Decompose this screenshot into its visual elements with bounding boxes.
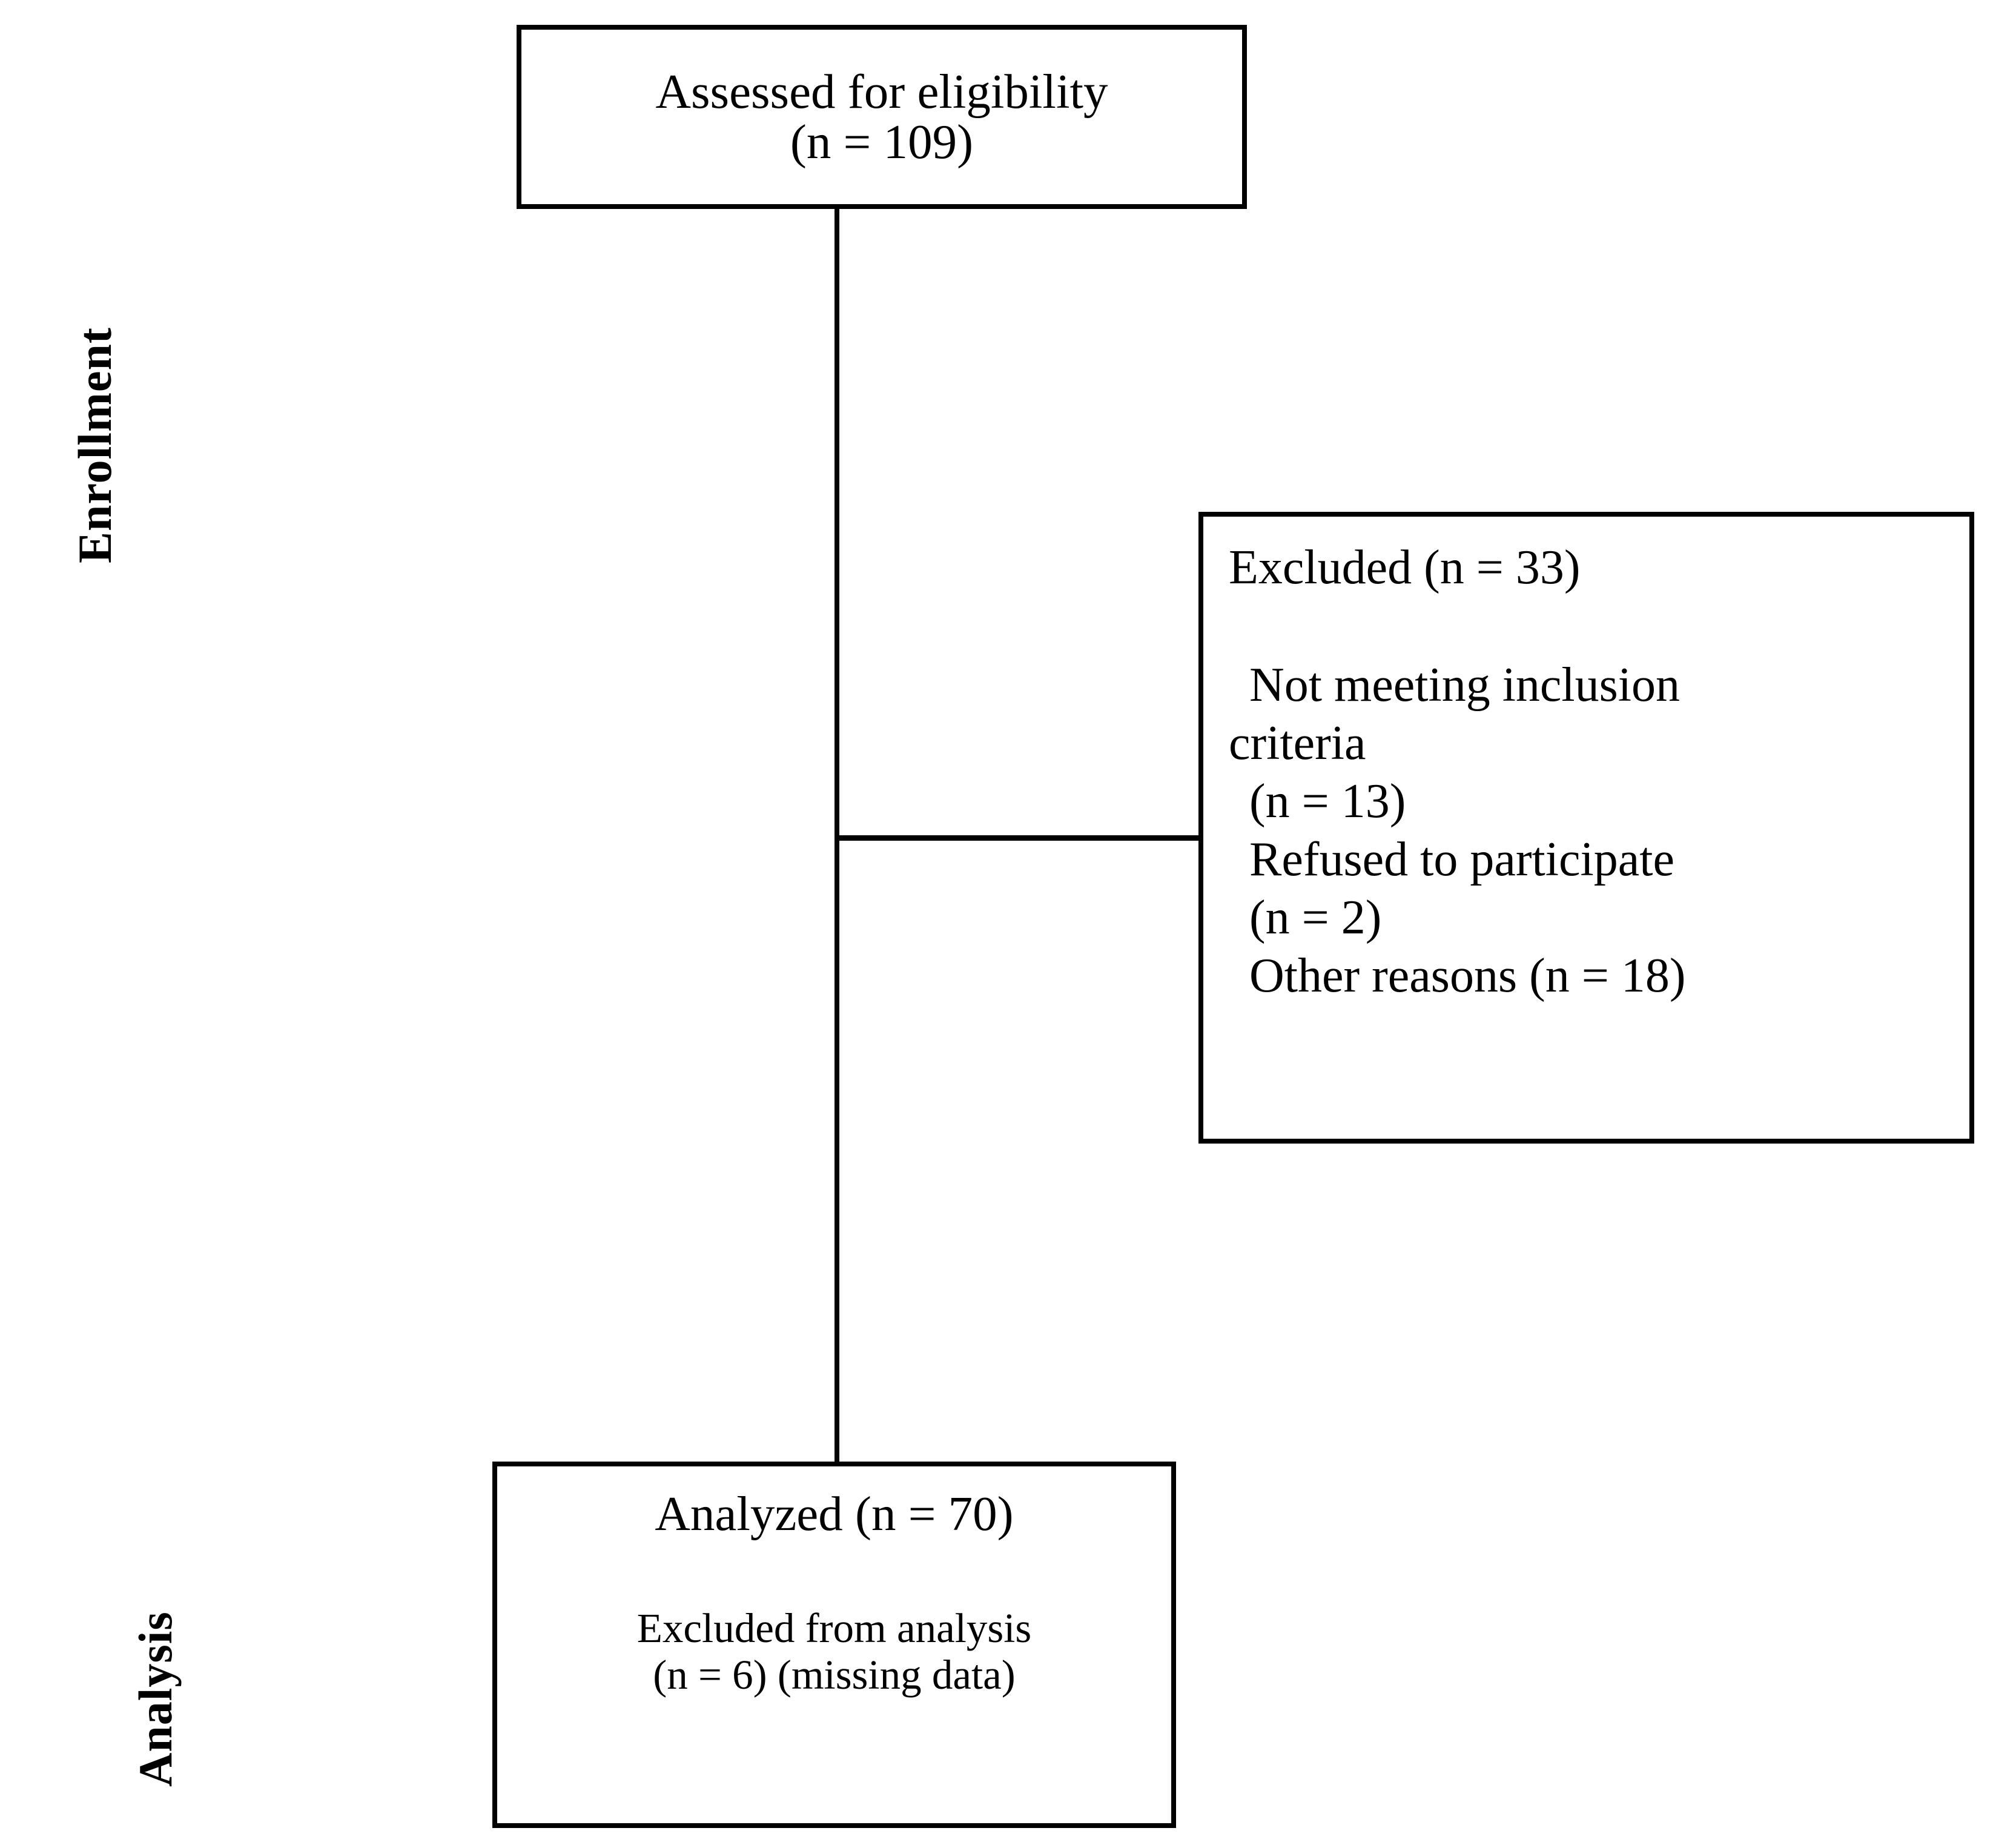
excluded-reason-2-label: Refused to participate <box>1249 833 1674 886</box>
assessed-title: Assessed for eligibility <box>655 64 1108 119</box>
excluded-heading: Excluded (n = 33) <box>1229 541 1581 594</box>
analyzed-excluded-count: (n = 6) (missing data) <box>653 1652 1016 1698</box>
excluded-reason-1-label-continued: criteria <box>1229 717 1366 770</box>
analyzed-heading: Analyzed (n = 70) <box>655 1486 1014 1541</box>
excluded-reason-3-label: Other reasons (n = 18) <box>1249 949 1686 1002</box>
analyzed-excluded-label: Excluded from analysis <box>636 1605 1032 1652</box>
box-analyzed: Analyzed (n = 70) Excluded from analysis… <box>492 1462 1176 1828</box>
excluded-reason-1-label: Not meeting inclusion <box>1249 658 1681 712</box>
excluded-reason-2-count: (n = 2) <box>1249 891 1382 944</box>
stage-label-analysis: Analysis <box>129 1611 182 1787</box>
excluded-spacer <box>1229 601 1969 661</box>
stage-label-enrollment: Enrollment <box>68 327 121 563</box>
connector-horizontal-to-excluded <box>835 835 1200 841</box>
box-excluded: Excluded (n = 33) Not meeting inclusion … <box>1198 512 1974 1144</box>
box-assessed-for-eligibility: Assessed for eligibility (n = 109) <box>517 25 1247 209</box>
excluded-reason-1-count: (n = 13) <box>1249 775 1406 828</box>
assessed-count: (n = 109) <box>790 114 974 169</box>
